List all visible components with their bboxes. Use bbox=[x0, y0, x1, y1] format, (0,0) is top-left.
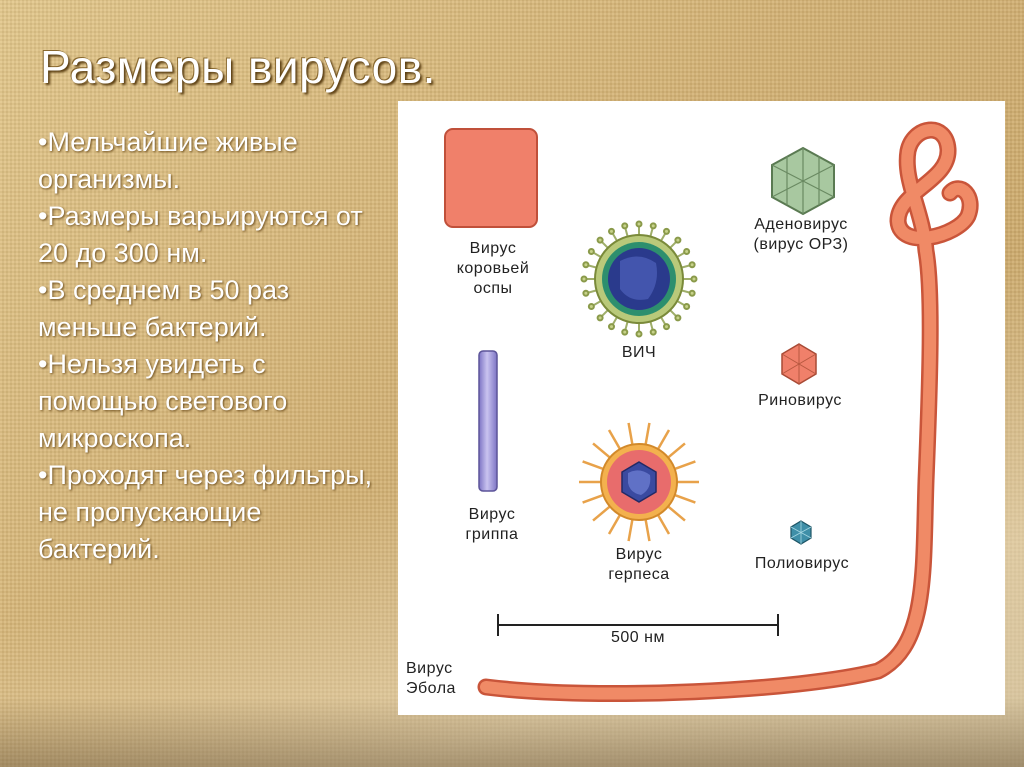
diagram-drawing bbox=[444, 121, 979, 702]
scale-bar-label: 500 нм bbox=[611, 629, 665, 646]
virus-spike-knob bbox=[674, 236, 682, 244]
virus-spike bbox=[666, 442, 686, 460]
virus-spike-knob bbox=[608, 323, 615, 331]
virus-spike-knob bbox=[621, 328, 629, 336]
influenza-virus-shape bbox=[478, 350, 498, 492]
hiv-label: ВИЧ bbox=[621, 344, 657, 361]
bullet-item: •Мельчайшие живые организмы. bbox=[38, 127, 298, 194]
virus-spike-knob bbox=[663, 323, 670, 331]
poliovirus-shape bbox=[790, 520, 812, 545]
influenza-label: Вирус гриппа bbox=[465, 506, 519, 543]
virus-spike-knob bbox=[596, 314, 604, 322]
hiv-virus-shape bbox=[580, 220, 698, 338]
virus-spike bbox=[582, 493, 605, 504]
virus-spike-knob bbox=[690, 275, 698, 283]
virus-spike-knob bbox=[587, 248, 595, 255]
bullet-item: •В среднем в 50 раз меньше бактерий. bbox=[38, 275, 290, 342]
rhinovirus-shape bbox=[781, 343, 817, 385]
virus-spike-knob bbox=[683, 303, 691, 310]
virus-spike bbox=[656, 513, 671, 535]
virus-spike-knob bbox=[582, 289, 590, 297]
rhinovirus-label: Риновирус bbox=[758, 392, 842, 409]
scale-bar bbox=[497, 614, 779, 636]
virus-spike-knob bbox=[596, 236, 604, 244]
virus-spike bbox=[592, 442, 612, 460]
bullet-list: •Мельчайшие живые организмы. •Размеры ва… bbox=[38, 124, 378, 568]
virus-spike bbox=[666, 504, 686, 522]
herpes-label: Вирус герпеса bbox=[608, 546, 670, 583]
virus-spike-knob bbox=[688, 261, 696, 269]
virus-spike bbox=[644, 422, 651, 446]
bullet-item: •Нельзя увидеть с помощью светового микр… bbox=[38, 349, 288, 453]
virus-spike bbox=[592, 504, 612, 522]
virus-spike bbox=[673, 460, 696, 471]
adenovirus-label: Аденовирус (вирус ОРЗ) bbox=[753, 216, 849, 253]
virus-spike-knob bbox=[587, 303, 595, 310]
virus-spike-knob bbox=[635, 330, 643, 338]
virus-spike-knob bbox=[688, 289, 696, 297]
herpes-virus-shape bbox=[579, 422, 699, 542]
bullet-item: •Проходят через фильтры, не пропускающие… bbox=[38, 460, 373, 564]
virus-spike-knob bbox=[649, 328, 657, 336]
virus-size-diagram: Вирус коровьей оспы ВИЧ Аденовирус (виру… bbox=[398, 101, 1005, 715]
virus-spike bbox=[673, 493, 696, 504]
virus-spike bbox=[607, 429, 622, 451]
virus-spike bbox=[656, 429, 671, 451]
smallpox-label: Вирус коровьей оспы bbox=[456, 240, 530, 297]
virus-spike-knob bbox=[582, 261, 590, 269]
adenovirus-shape bbox=[771, 146, 835, 216]
virus-spike-knob bbox=[674, 314, 682, 322]
virus-spike bbox=[627, 422, 634, 446]
virus-spike bbox=[644, 518, 651, 542]
virus-spike-knob bbox=[663, 227, 670, 235]
ebola-label: Вирус Эбола bbox=[406, 660, 456, 697]
bullet-item: •Размеры варьируются от 20 до 300 нм. bbox=[38, 201, 363, 268]
virus-spike-knob bbox=[608, 227, 615, 235]
virus-spike-knob bbox=[649, 222, 657, 230]
virus-spike-knob bbox=[635, 220, 643, 228]
virus-spike bbox=[607, 513, 622, 535]
virus-spike bbox=[627, 518, 634, 542]
smallpox-virus-shape bbox=[444, 128, 538, 228]
poliovirus-label: Полиовирус bbox=[754, 555, 850, 572]
slide-title: Размеры вирусов. bbox=[40, 41, 436, 93]
virus-spike bbox=[582, 460, 605, 471]
virus-spike-knob bbox=[580, 275, 588, 283]
virus-spike-knob bbox=[683, 248, 691, 255]
virus-spike-knob bbox=[621, 222, 629, 230]
